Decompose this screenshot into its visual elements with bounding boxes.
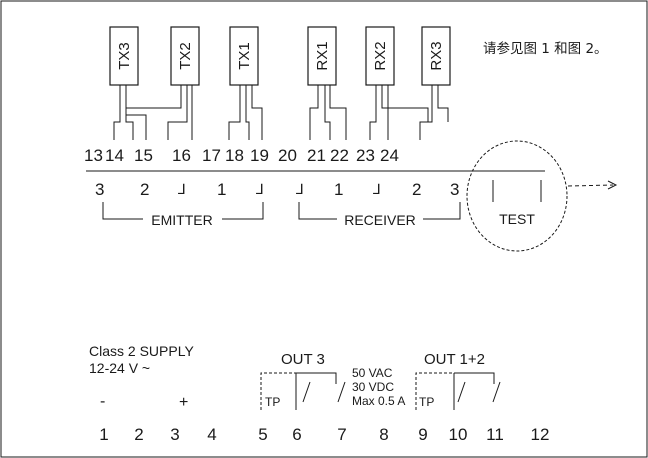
mark-emitter-3: 3	[95, 180, 104, 199]
module-wiring	[113, 85, 449, 140]
module-rx3-label: RX3	[428, 41, 445, 70]
mark-emitter-2: 2	[140, 180, 149, 199]
out12-tp: TP	[419, 395, 434, 409]
module-rx3: RX3	[421, 26, 451, 86]
module-rx2-label: RX2	[372, 41, 389, 70]
test-ellipse	[466, 140, 568, 252]
terminal-16: 16	[172, 146, 191, 165]
supply-minus: -	[100, 393, 105, 410]
terminal-18: 18	[225, 146, 244, 165]
mark-receiver-ground-1: ⅃	[296, 181, 304, 197]
bottom-terminal-6: 6	[292, 425, 301, 444]
bottom-terminal-row: 1 2 3 4 5 6 7 8 9 10 11 12	[99, 425, 549, 444]
bottom-terminal-9: 9	[418, 425, 427, 444]
emitter-label: EMITTER	[151, 212, 212, 228]
terminal-15: 15	[134, 146, 153, 165]
bottom-terminal-8: 8	[379, 425, 388, 444]
rating-max-current: Max 0.5 A	[352, 394, 405, 408]
receiver-label: RECEIVER	[344, 212, 416, 228]
bottom-terminal-5: 5	[258, 425, 267, 444]
terminal-24: 24	[380, 146, 399, 165]
bottom-terminal-7: 7	[337, 425, 346, 444]
bottom-terminal-2: 2	[134, 425, 143, 444]
terminal-21: 21	[307, 146, 326, 165]
mark-receiver-3: 3	[450, 180, 459, 199]
module-rx1-label: RX1	[314, 41, 331, 70]
out12-contacts	[415, 372, 501, 410]
bottom-terminal-10: 10	[449, 425, 468, 444]
mark-emitter-ground-1: ⅃	[178, 181, 186, 197]
bottom-terminal-4: 4	[207, 425, 216, 444]
terminal-14: 14	[105, 146, 124, 165]
top-terminal-row: 13 14 15 16 17 18 19 20 21 22 23 24	[84, 146, 399, 165]
out3-contacts	[260, 372, 346, 410]
terminal-13: 13	[84, 146, 103, 165]
mark-receiver-ground-2: ⅃	[373, 181, 381, 197]
bottom-terminal-1: 1	[99, 425, 108, 444]
module-tx2: TX2	[170, 26, 200, 86]
terminal-17: 17	[202, 146, 221, 165]
out3-label: OUT 3	[281, 351, 325, 368]
group-brackets	[102, 202, 461, 220]
mark-emitter-ground-2: ⅃	[256, 181, 264, 197]
module-tx2-label: TX2	[177, 42, 194, 70]
module-rx1: RX1	[307, 26, 337, 86]
terminal-22: 22	[330, 146, 349, 165]
mark-receiver-2: 2	[412, 180, 421, 199]
bottom-terminal-3: 3	[170, 425, 179, 444]
terminal-19: 19	[250, 146, 269, 165]
test-bracket	[492, 180, 542, 202]
bottom-terminal-12: 12	[531, 425, 550, 444]
module-tx3-label: TX3	[116, 42, 133, 70]
module-tx1: TX1	[229, 26, 259, 86]
terminal-marks-row: 3 2 ⅃ 1 ⅃ ⅃ 1 ⅃ 2 3	[95, 180, 459, 199]
test-arrow	[567, 180, 618, 190]
terminal-23: 23	[356, 146, 375, 165]
module-tx1-label: TX1	[236, 42, 253, 70]
reference-note: 请参见图 1 和图 2。	[483, 41, 608, 57]
out3-tp: TP	[265, 395, 280, 409]
module-rx2: RX2	[365, 26, 395, 86]
test-label: TEST	[499, 211, 535, 227]
terminal-20: 20	[278, 146, 297, 165]
module-tx3: TX3	[109, 26, 139, 86]
supply-line-2: 12-24 V ~	[89, 360, 150, 376]
mark-receiver-1: 1	[334, 180, 343, 199]
bottom-terminal-11: 11	[486, 425, 504, 444]
rating-vdc: 30 VDC	[352, 380, 394, 394]
supply-line-1: Class 2 SUPPLY	[89, 343, 194, 359]
supply-plus: +	[179, 394, 188, 411]
out12-label: OUT 1+2	[424, 351, 485, 368]
mark-emitter-1: 1	[217, 180, 226, 199]
rating-vac: 50 VAC	[352, 366, 393, 380]
